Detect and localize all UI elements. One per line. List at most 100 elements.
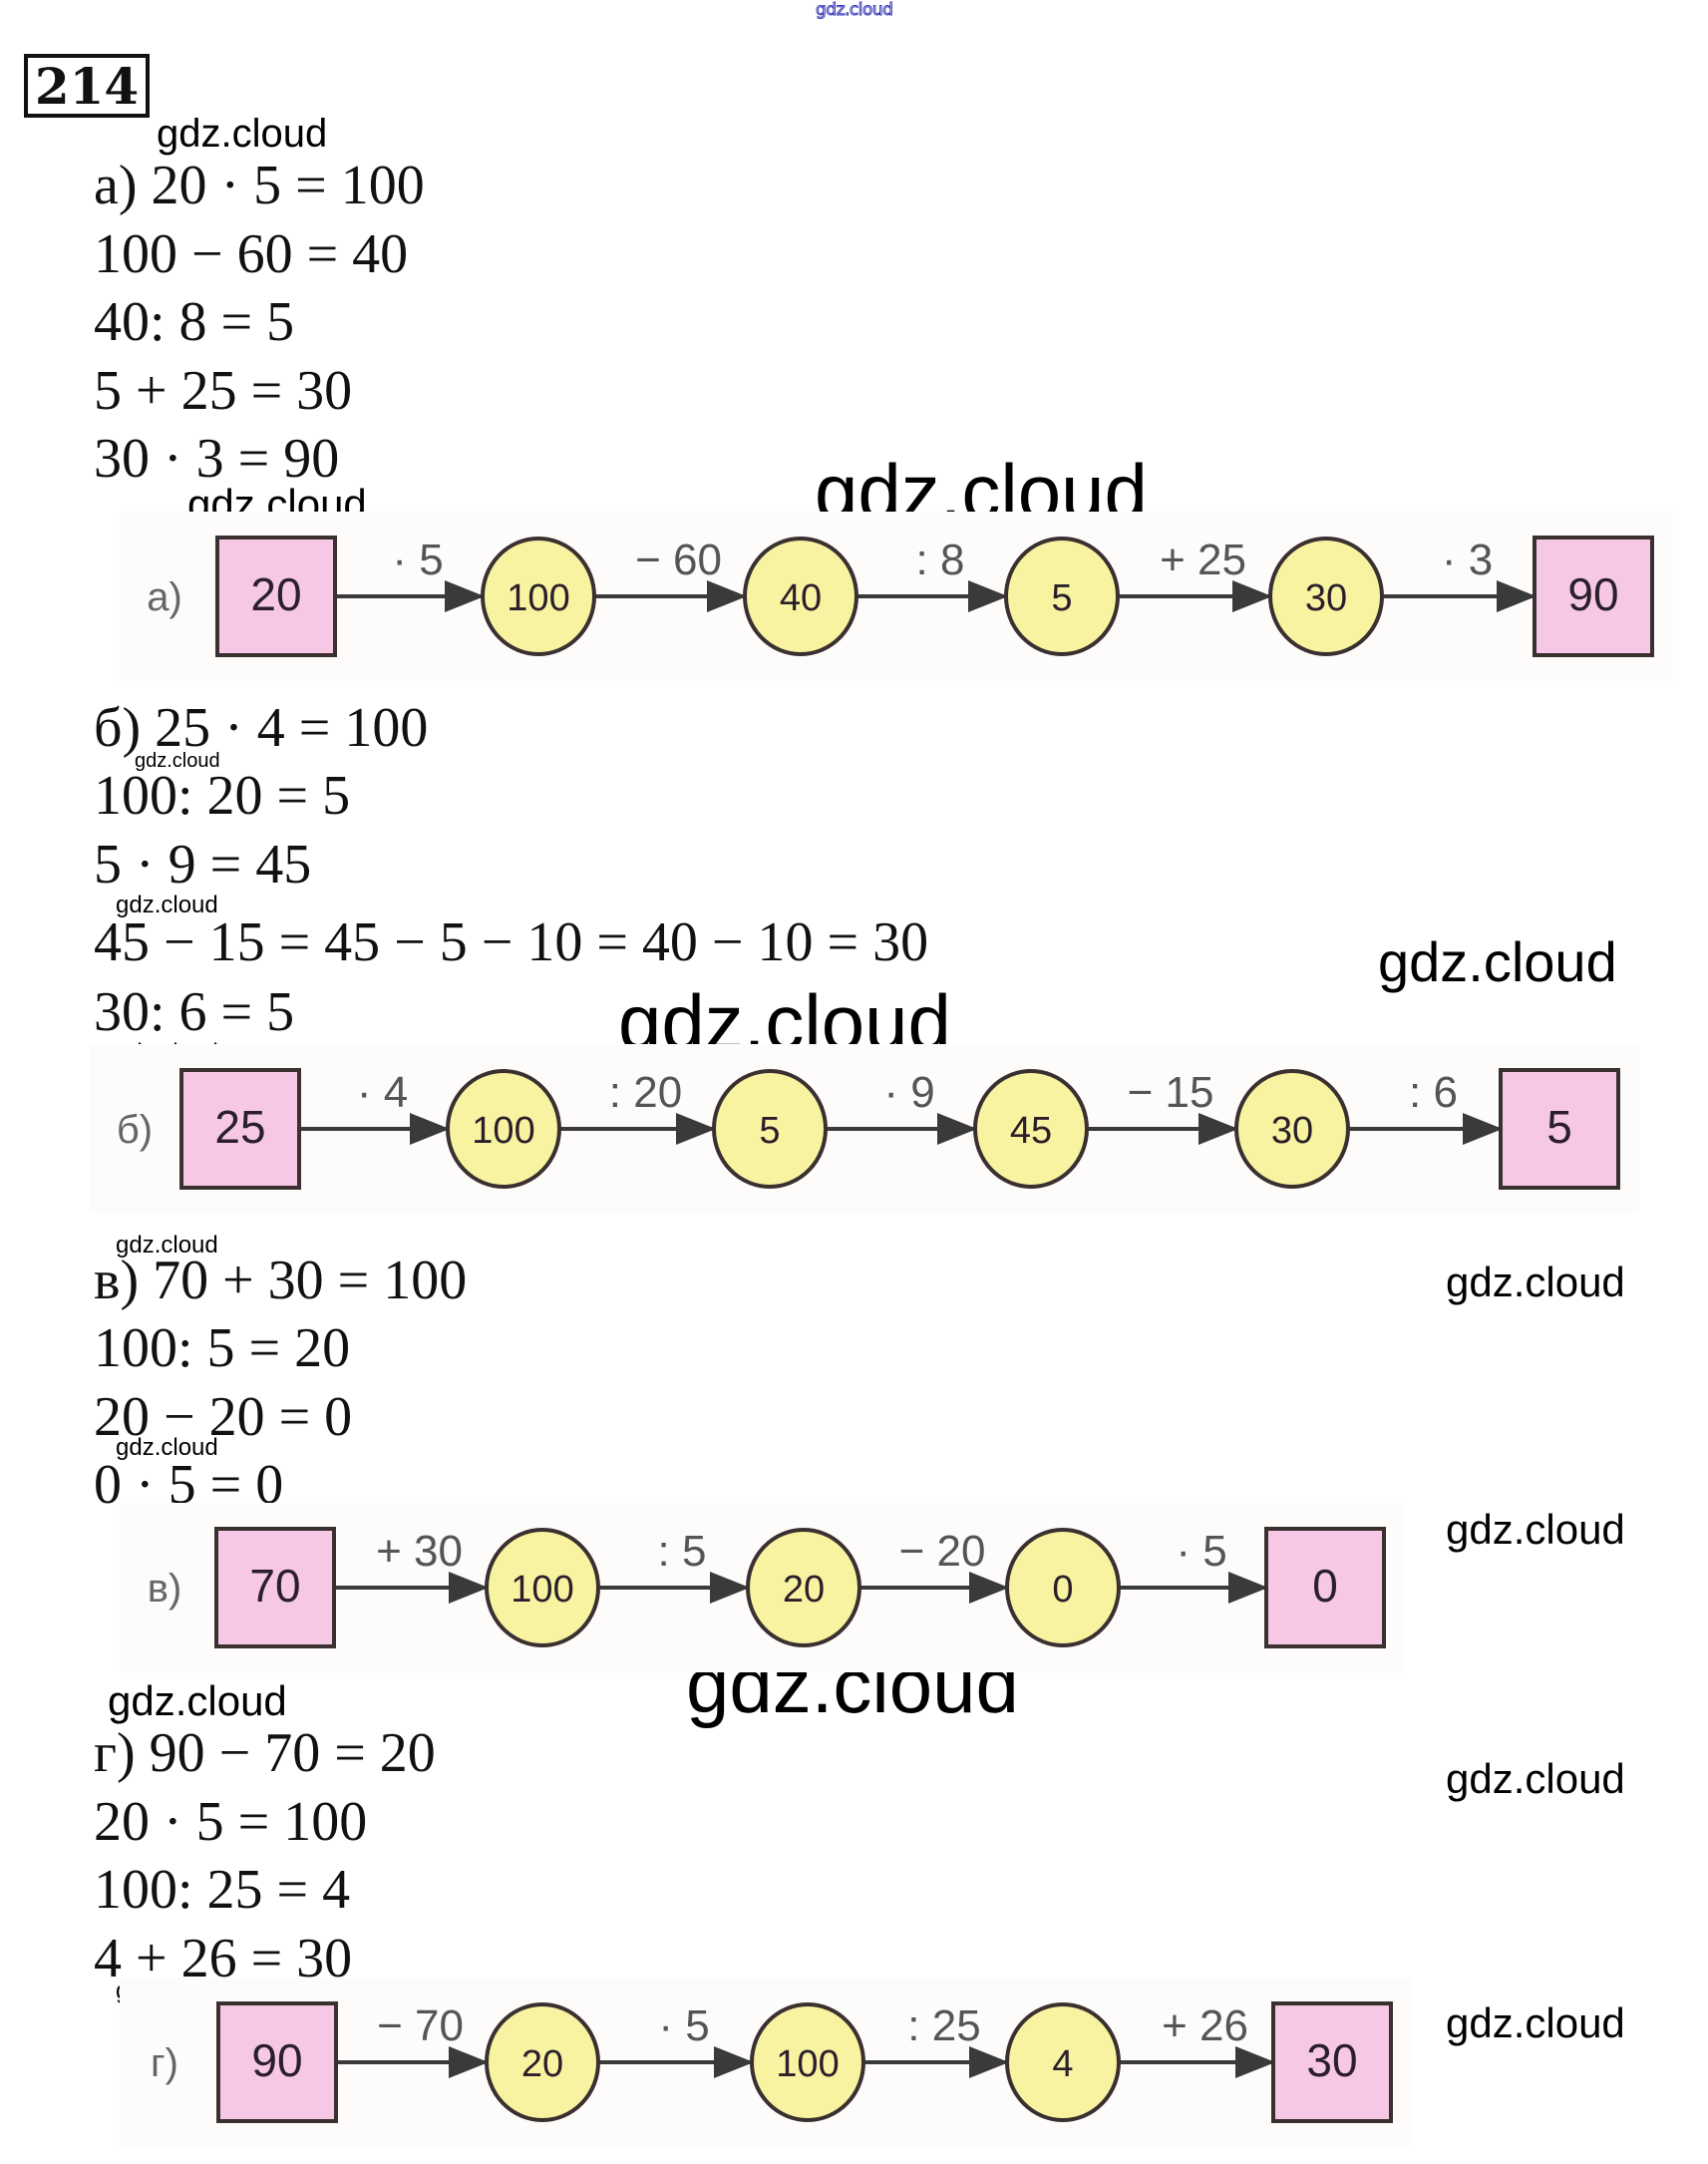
operation-label: · 5 [392, 536, 443, 584]
watermark: gdz.cloud [686, 1641, 1019, 1729]
equation-line: 20 · 5 = 100 [94, 1791, 368, 1853]
equation-line: а) 20 · 5 = 100 [94, 155, 425, 216]
watermark: gdz.cloud [157, 112, 328, 156]
diagram-background [90, 1044, 1639, 1214]
node-value: 90 [1567, 568, 1618, 620]
circle-node [1004, 537, 1120, 656]
square-node [1264, 1527, 1386, 1648]
watermark: gdz.cloud [108, 1677, 287, 1724]
node-value: 20 [250, 568, 301, 620]
watermark: gdz.cloud [116, 1232, 218, 1259]
operation-label: · 5 [658, 2001, 709, 2050]
square-node [215, 536, 337, 657]
circle-node [1234, 1069, 1350, 1189]
node-value: 4 [1052, 2043, 1073, 2085]
top-watermark: gdz.cloud [815, 0, 893, 21]
circle-node [973, 1069, 1089, 1189]
node-value: 100 [511, 1569, 573, 1611]
circle-node [481, 537, 596, 656]
equation-line: 5 + 25 = 30 [94, 360, 353, 422]
equation-line: 4 + 26 = 30 [94, 1928, 353, 1989]
circle-node [712, 1069, 828, 1189]
operation-label: · 4 [357, 1068, 408, 1117]
square-node [1271, 2001, 1393, 2123]
equation-line: 100 − 60 = 40 [94, 223, 409, 285]
watermark: gdz.cloud [1446, 1999, 1625, 2046]
circle-node [1005, 1528, 1121, 1647]
watermark: gdz.cloud [1446, 1755, 1625, 1802]
task-number-box: 214 [24, 54, 150, 118]
node-value: 20 [521, 2043, 563, 2085]
node-value: 70 [249, 1560, 300, 1612]
diagram-background [120, 1978, 1412, 2147]
equation-line: 100: 20 = 5 [94, 765, 351, 827]
operation-label: + 26 [1162, 2001, 1248, 2050]
operation-label: · 9 [883, 1068, 934, 1117]
equation-line: 30 · 3 = 90 [94, 428, 340, 490]
operation-label: − 60 [635, 536, 722, 584]
equation-line: 30: 6 = 5 [94, 981, 295, 1043]
operation-label: : 5 [658, 1527, 707, 1576]
node-value: 100 [776, 2043, 839, 2085]
square-node [214, 1527, 336, 1648]
node-value: 25 [214, 1101, 265, 1153]
node-value: 30 [1305, 577, 1347, 619]
row-label: б) [117, 1108, 153, 1152]
node-value: 40 [780, 577, 822, 619]
node-value: 5 [759, 1110, 780, 1152]
watermark: gdz.cloud [1378, 930, 1617, 993]
operation-label: − 15 [1128, 1068, 1214, 1117]
circle-node [743, 537, 858, 656]
operation-label: · 5 [1176, 1527, 1226, 1576]
circle-node [746, 1528, 861, 1647]
watermark: gdz.cloud [116, 892, 218, 918]
watermark: gdz.cloud [815, 448, 1148, 536]
circle-node [485, 1528, 600, 1647]
circle-node [485, 2002, 600, 2122]
operation-label: · 3 [1442, 536, 1493, 584]
node-value: 30 [1271, 1110, 1313, 1152]
watermark: gdz.cloud [1446, 1506, 1625, 1553]
equation-line: 45 − 15 = 45 − 5 − 10 = 40 − 10 = 30 [94, 911, 929, 973]
equation-line: 100: 25 = 4 [94, 1859, 351, 1921]
watermark: gdz.cloud [116, 1039, 218, 1066]
node-value: 5 [1051, 577, 1072, 619]
circle-node [1268, 537, 1384, 656]
equation-line: 5 · 9 = 45 [94, 834, 312, 896]
node-value: 0 [1312, 1560, 1338, 1612]
equation-line: 0 · 5 = 0 [94, 1454, 284, 1516]
node-value: 100 [507, 577, 569, 619]
square-node [216, 2001, 338, 2123]
operation-label: : 8 [916, 536, 965, 584]
node-value: 100 [472, 1110, 534, 1152]
watermark: gdz.cloud [135, 750, 220, 772]
row-label: г) [151, 2041, 178, 2085]
equation-line: 100: 5 = 20 [94, 1317, 351, 1379]
operation-label: − 70 [377, 2001, 464, 2050]
node-value: 20 [783, 1569, 825, 1611]
circle-node [1005, 2002, 1121, 2122]
watermark: gdz.cloud [618, 978, 951, 1066]
equation-line: 20 − 20 = 0 [94, 1386, 353, 1448]
square-node [1499, 1068, 1620, 1190]
watermark: gdz.cloud [1446, 1259, 1625, 1305]
operation-label: + 30 [376, 1527, 463, 1576]
row-label: в) [148, 1567, 182, 1611]
watermark: gdz.cloud [116, 1434, 218, 1461]
node-value: 45 [1010, 1110, 1052, 1152]
operation-label: : 6 [1409, 1068, 1458, 1117]
operation-label: − 20 [899, 1527, 986, 1576]
circle-node [750, 2002, 865, 2122]
circle-node [446, 1069, 561, 1189]
row-label: а) [147, 575, 182, 619]
node-value: 0 [1052, 1569, 1073, 1611]
equation-line: в) 70 + 30 = 100 [94, 1250, 468, 1311]
operation-label: + 25 [1160, 536, 1246, 584]
equation-line: г) 90 − 70 = 20 [94, 1722, 436, 1784]
node-value: 30 [1306, 2034, 1357, 2086]
square-node [179, 1068, 301, 1190]
node-value: 90 [251, 2034, 302, 2086]
equation-line: 40: 8 = 5 [94, 291, 295, 353]
node-value: 5 [1546, 1101, 1572, 1153]
equation-line: б) 25 · 4 = 100 [94, 697, 429, 759]
